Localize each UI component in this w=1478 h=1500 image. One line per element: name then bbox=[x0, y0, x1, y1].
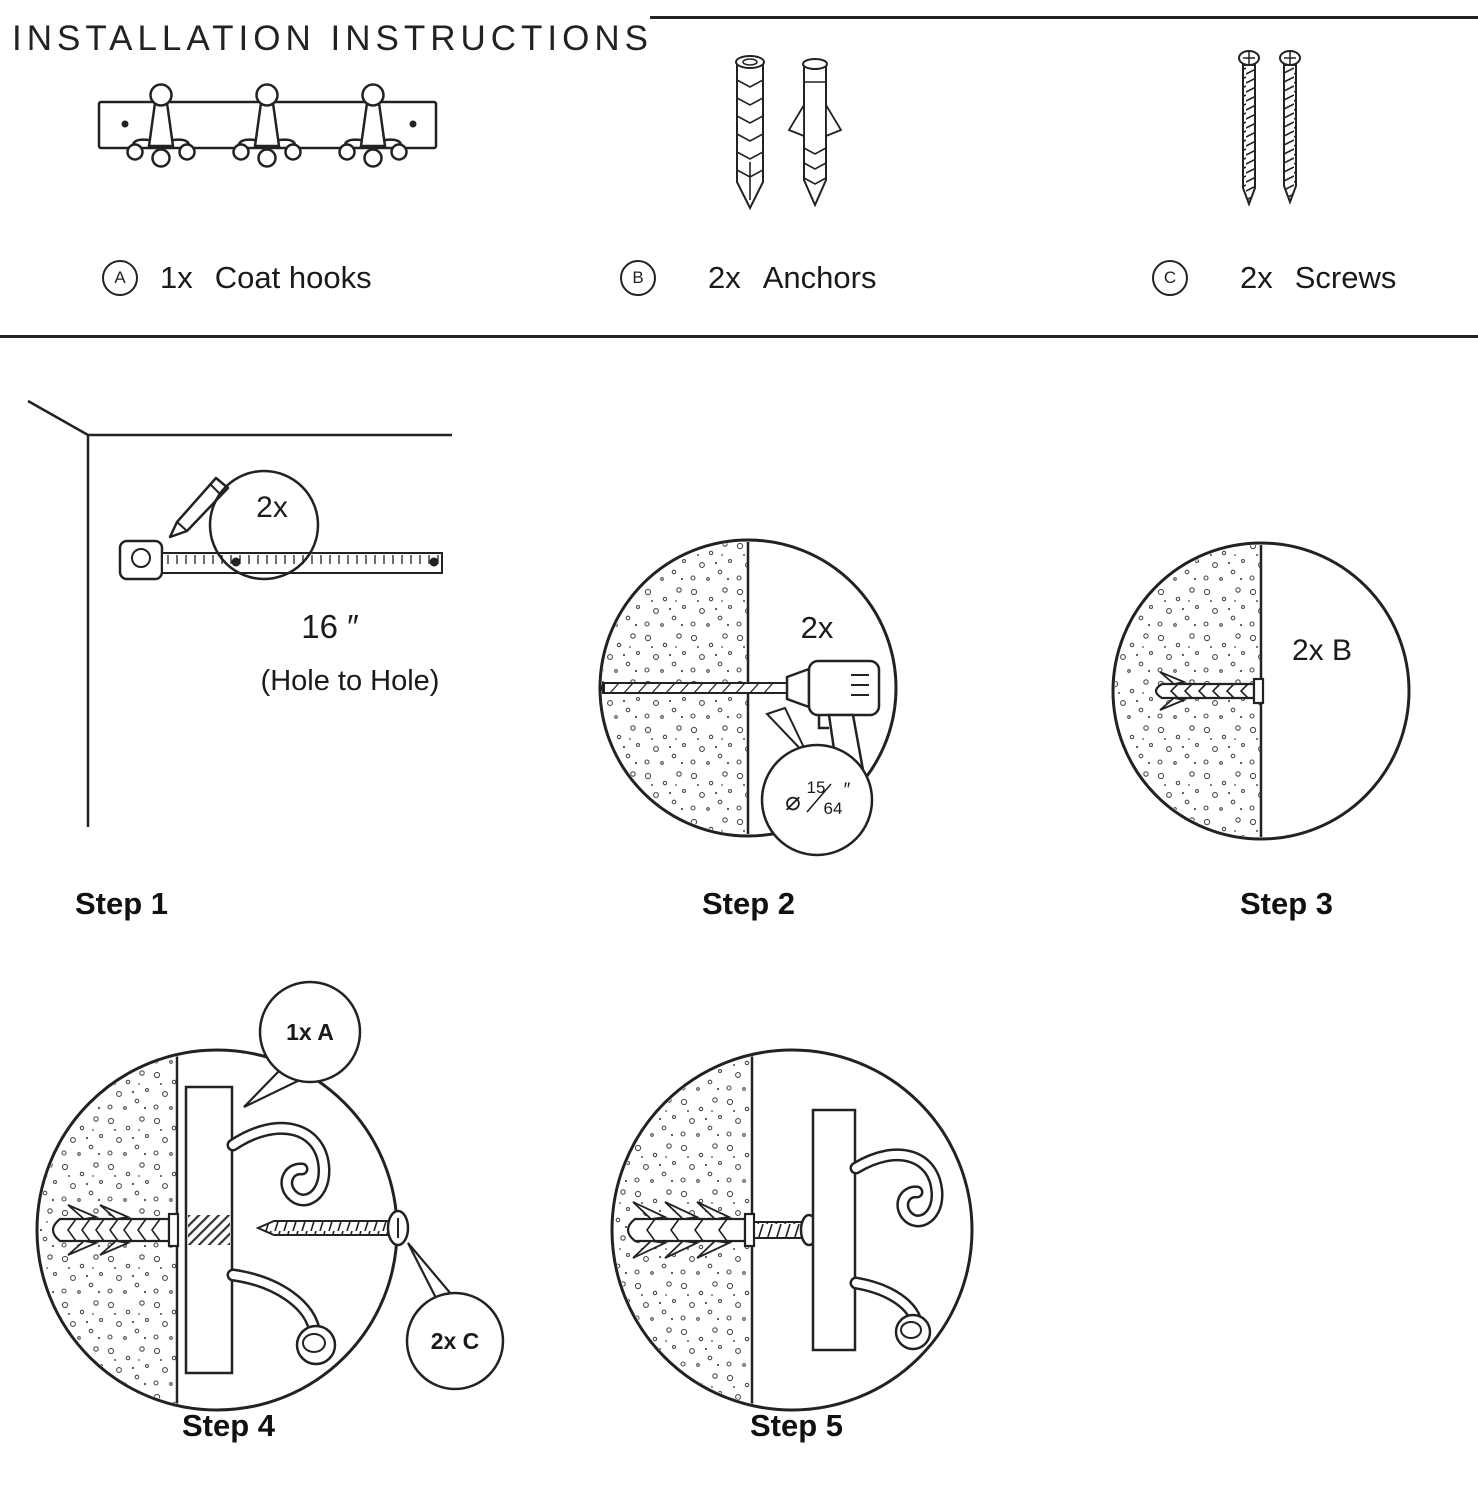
section-divider bbox=[0, 335, 1478, 338]
hook-2 bbox=[232, 83, 302, 168]
distance-label: 16 ″ bbox=[301, 608, 359, 645]
mount-hole-left bbox=[121, 120, 129, 128]
part-b-label: B 2x Anchors bbox=[620, 260, 876, 296]
page-title: INSTALLATION INSTRUCTIONS bbox=[12, 19, 653, 59]
anchor-left bbox=[735, 55, 765, 211]
step2-illustration: 2x ⌀ 15 64 ″ bbox=[598, 538, 898, 857]
coat-hooks-drawing bbox=[97, 83, 438, 168]
part-a-badge: A bbox=[102, 260, 138, 296]
mark-qty-label: 2x bbox=[256, 491, 288, 524]
step3-label: Step 3 bbox=[1240, 886, 1334, 921]
part-c-badge: C bbox=[1152, 260, 1188, 296]
anchors-drawing bbox=[735, 55, 843, 211]
coat-hook-side bbox=[184, 1085, 337, 1375]
step5-label: Step 5 bbox=[750, 1408, 844, 1443]
screw-callout-label: 2x C bbox=[431, 1328, 480, 1354]
wall-corner bbox=[27, 399, 452, 827]
diameter-numerator: 15 bbox=[807, 778, 826, 797]
diameter-unit: ″ bbox=[844, 780, 851, 801]
screw-right bbox=[1279, 50, 1301, 205]
mark-dot-left bbox=[231, 557, 241, 567]
step4-illustration: 1x A 2x C bbox=[35, 980, 505, 1412]
hook-callout: 1x A bbox=[243, 980, 362, 1108]
mount-hole-right bbox=[409, 120, 417, 128]
anchor-expanded-icon bbox=[626, 1201, 756, 1259]
screw-callout: 2x C bbox=[405, 1242, 505, 1391]
step2-label: Step 2 bbox=[702, 886, 796, 921]
part-c-name: Screws bbox=[1294, 260, 1397, 295]
part-c-qty: 2x bbox=[1240, 260, 1273, 295]
step4-label: Step 4 bbox=[182, 1408, 276, 1443]
anchor-icon bbox=[1154, 671, 1265, 711]
hook-3 bbox=[338, 83, 408, 168]
distance-note: (Hole to Hole) bbox=[261, 665, 440, 697]
screw-hole-hatch bbox=[188, 1215, 230, 1245]
coat-hook-side bbox=[811, 1108, 944, 1352]
hook-1 bbox=[126, 83, 196, 168]
tape-measure-icon bbox=[118, 539, 164, 581]
part-b-qty: 2x bbox=[708, 260, 741, 295]
anchor-callout-label: 2x B bbox=[1292, 634, 1352, 667]
diameter-denominator: 64 bbox=[824, 799, 843, 818]
mounting-plate bbox=[811, 1108, 857, 1352]
screws-drawing bbox=[1238, 50, 1301, 207]
step5-illustration bbox=[610, 1048, 974, 1412]
step1-illustration: 2x 16 ″ (Hole to Hole) bbox=[27, 399, 452, 827]
drill-qty-label: 2x bbox=[801, 610, 834, 645]
title-rule bbox=[650, 16, 1478, 19]
part-a-qty: 1x bbox=[160, 260, 193, 295]
diameter-symbol: ⌀ bbox=[785, 786, 801, 816]
step1-label: Step 1 bbox=[75, 886, 169, 921]
part-a-name: Coat hooks bbox=[214, 260, 372, 295]
part-c-label: C 2x Screws bbox=[1152, 260, 1396, 296]
anchor-icon bbox=[51, 1204, 180, 1256]
part-a-label: A 1x Coat hooks bbox=[102, 260, 372, 296]
part-b-badge: B bbox=[620, 260, 656, 296]
part-b-name: Anchors bbox=[762, 260, 877, 295]
hook-callout-label: 1x A bbox=[286, 1019, 334, 1045]
screw-left bbox=[1238, 50, 1260, 207]
pencil-icon bbox=[168, 476, 230, 539]
screw-icon bbox=[255, 1209, 410, 1247]
anchor-right bbox=[787, 58, 843, 208]
drill-icon bbox=[598, 659, 881, 772]
mark-dot-right bbox=[429, 557, 439, 567]
magnifier-circle bbox=[208, 469, 320, 581]
step3-illustration: 2x B bbox=[1111, 541, 1411, 841]
drill-size-callout: ⌀ 15 64 ″ bbox=[760, 706, 874, 857]
